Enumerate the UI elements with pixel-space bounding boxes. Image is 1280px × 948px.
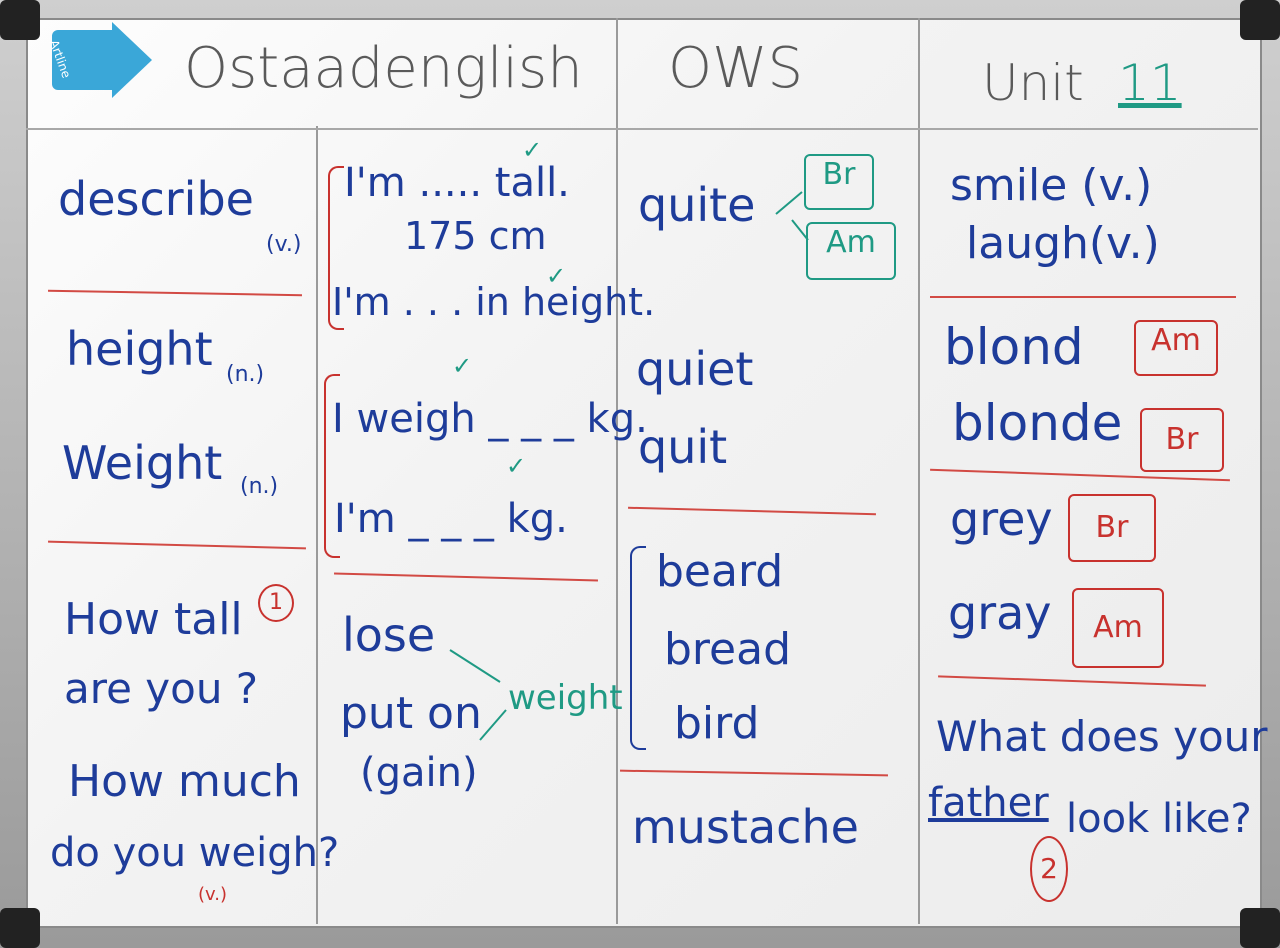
connector-lines [775,191,809,241]
word-gain: (gain) [360,750,478,796]
word-weight-teal: weight [508,678,623,718]
word-grey: grey [950,492,1053,546]
header-divider [26,128,1258,130]
eraser-arrow-icon [112,22,152,98]
unit-number: 11 [1118,54,1182,112]
column-divider [316,126,318,924]
column-divider [918,18,920,924]
section-divider [930,296,1236,298]
tag-am: Am [806,222,896,280]
check-icon: ✓ [522,136,543,164]
word-lose: lose [342,608,436,662]
word-height: height [66,322,213,376]
word-blond: blond [944,318,1084,376]
word-weight: Weight [62,436,223,490]
bracket [630,546,646,750]
frame-corner [1240,0,1280,40]
question-do-you-weigh: do you weigh? [50,830,340,876]
unit-label: Unit [982,54,1084,112]
sentence-weigh: I weigh _ _ _ kg. [332,396,648,442]
tag-am: Am [1072,588,1164,668]
question-how-tall: How tall [64,594,243,645]
question-father: father [928,780,1049,826]
tag-br: Br [1140,408,1224,472]
pos-label: (n.) [226,362,265,387]
word-mustache: mustache [632,800,859,854]
sentence-measure: 175 cm [404,214,547,258]
connector-lines [449,649,507,741]
board-center-title: OWS [668,36,803,101]
word-beard: beard [656,546,784,597]
word-put-on: put on [340,688,482,739]
bracket [324,374,340,558]
question-how-much: How much [68,756,301,807]
eraser [52,30,120,90]
check-icon: ✓ [546,262,567,290]
frame-corner [0,908,40,948]
word-bird: bird [674,698,760,749]
word-quiet: quiet [636,342,754,396]
pos-label: (v.) [198,884,228,905]
pos-label: (v.) [266,232,302,257]
word-laugh: laugh(v.) [966,218,1160,269]
sentence-tall: I'm ..... tall. [344,160,570,206]
check-icon: ✓ [506,452,527,480]
question-number-badge: 2 [1030,836,1068,902]
tag-am: Am [1134,320,1218,376]
question-what-does: What does your [936,712,1268,761]
question-look-like: look like? [1066,796,1252,842]
board-title: Ostaadenglish [184,36,583,101]
word-gray: gray [948,586,1052,640]
bracket [328,166,344,330]
pos-label: (n.) [240,474,279,499]
question-number-badge: 1 [258,584,294,622]
check-icon: ✓ [452,352,473,380]
tag-br: Br [1068,494,1156,562]
word-blonde: blonde [952,394,1123,452]
word-smile: smile (v.) [950,160,1153,211]
word-quite: quite [638,178,756,232]
frame-corner [0,0,40,40]
word-quit: quit [638,420,728,474]
question-are-you: are you ? [64,664,259,713]
tag-br: Br [804,154,874,210]
word-bread: bread [664,624,792,675]
word-describe: describe [58,172,254,226]
sentence-kg: I'm _ _ _ kg. [334,496,568,542]
column-divider [616,18,618,924]
frame-corner [1240,908,1280,948]
sentence-height: I'm . . . in height. [332,280,656,324]
